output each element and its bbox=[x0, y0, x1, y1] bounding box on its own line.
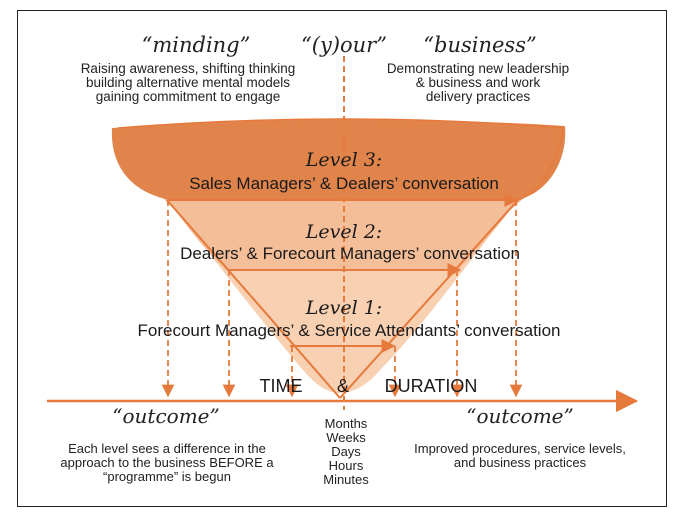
funnel-level-3-band bbox=[111, 119, 566, 200]
level-1-conversation: Forecourt Managers’ & Service Attendants… bbox=[137, 321, 560, 340]
heading-business: “business” bbox=[423, 33, 536, 57]
duration-days: Days bbox=[331, 444, 361, 459]
duration-weeks: Weeks bbox=[326, 430, 366, 445]
axis-label-time: TIME bbox=[260, 376, 303, 396]
outcome-right-line-2: and business practices bbox=[454, 455, 587, 470]
duration-hours: Hours bbox=[329, 458, 364, 473]
business-desc-line-3: delivery practices bbox=[426, 89, 531, 104]
minding-desc-line-1: Raising awareness, shifting thinking bbox=[81, 61, 296, 76]
level-2-title: Level 2: bbox=[305, 221, 382, 243]
duration-months: Months bbox=[325, 416, 368, 431]
outcome-left-line-2: approach to the business BEFORE a bbox=[60, 455, 274, 470]
heading-minding: “minding” bbox=[142, 33, 251, 57]
duration-minutes: Minutes bbox=[323, 472, 369, 487]
outcome-left-heading: “outcome” bbox=[112, 404, 219, 428]
level-2-conversation: Dealers’ & Forecourt Managers’ conversat… bbox=[180, 244, 520, 263]
minding-desc-line-3: gaining commitment to engage bbox=[96, 89, 281, 104]
diagram-frame bbox=[17, 10, 667, 507]
outcome-right-heading: “outcome” bbox=[466, 404, 573, 428]
outcome-left-line-1: Each level sees a difference in the bbox=[68, 441, 266, 456]
minding-desc-line-2: building alternative mental models bbox=[86, 75, 290, 90]
outcome-right-line-1: Improved procedures, service levels, bbox=[414, 441, 626, 456]
level-3-conversation: Sales Managers’ & Dealers’ conversation bbox=[189, 174, 499, 193]
funnel-right-edge bbox=[339, 199, 519, 399]
funnel-left-edge bbox=[166, 199, 341, 399]
axis-label-amp: & bbox=[337, 376, 349, 396]
funnel-rim bbox=[117, 118, 564, 201]
level-1-title: Level 1: bbox=[305, 297, 382, 319]
heading-your: “(y)our” bbox=[301, 33, 387, 57]
business-desc-line-1: Demonstrating new leadership bbox=[387, 61, 569, 76]
outcome-left-line-3: “programme” is begun bbox=[103, 469, 231, 484]
axis-label-duration: DURATION bbox=[385, 376, 478, 396]
level-3-title: Level 3: bbox=[305, 149, 382, 171]
business-desc-line-2: & business and work bbox=[416, 75, 541, 90]
